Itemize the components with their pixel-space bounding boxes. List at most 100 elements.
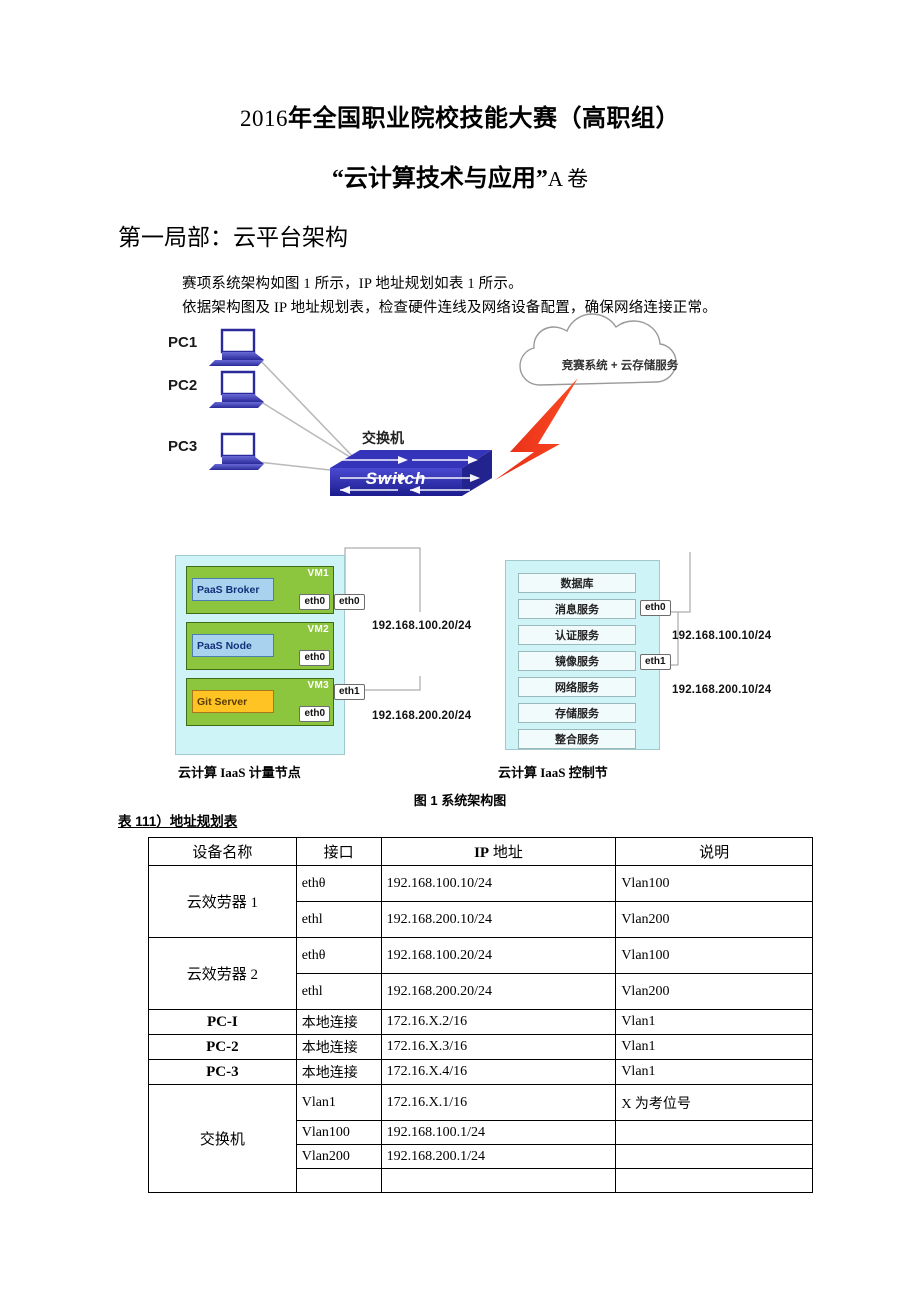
vm2-box: VM2 PaaS Node eth0 (186, 622, 334, 670)
table-cell-ip: 192.168.100.20/24 (380, 937, 617, 974)
table-cell-note: X 为考位号 (615, 1084, 813, 1121)
vm2-tag: VM2 (307, 624, 329, 635)
table-cell-ip: 172.16.X.4/16 (380, 1059, 617, 1085)
title-line-1-text: 年全国职业院校技能大赛（高职组） (288, 106, 680, 132)
table-cell-ip (380, 1168, 617, 1193)
table-cell-ip: 172.16.X.1/16 (380, 1084, 617, 1121)
table-cell-device: 云效劳器 2 (148, 937, 297, 1010)
table-cell-interface: ethθ (295, 937, 382, 974)
pc3-label: PC3 (168, 438, 198, 455)
control-node-eth0-ip: 192.168.100.10/24 (672, 630, 772, 642)
service-item-1: 消息服务 (518, 599, 636, 619)
control-node-caption: 云计算 IaaS 控制节 (498, 765, 608, 780)
table-header-cell: 说明 (615, 837, 813, 866)
table-cell-interface: 本地连接 (295, 1034, 382, 1060)
title-volume: A 卷 (547, 167, 589, 191)
service-item-0: 数据库 (518, 573, 636, 593)
vm3-service-label: Git Server (192, 690, 274, 713)
table-cell-note: Vlan100 (615, 937, 813, 974)
table-cell-ip: 192.168.200.1/24 (380, 1144, 617, 1169)
table-cell-ip: 192.168.200.20/24 (380, 973, 617, 1010)
pc-switch-links (257, 357, 359, 473)
table-cell-interface: Vlan100 (295, 1120, 382, 1145)
table-cell-note: Vlan200 (615, 901, 813, 938)
service-item-5: 存储服务 (518, 703, 636, 723)
control-node-eth1-ip: 192.168.200.10/24 (672, 684, 772, 696)
service-item-6: 整合服务 (518, 729, 636, 749)
pc1-icon (209, 328, 264, 366)
document-title-line-2: “云计算技术与应用”A 卷 (0, 158, 920, 193)
table-cell-note (615, 1168, 813, 1193)
table-cell-device: 云效劳器 1 (148, 865, 297, 938)
table-cell-interface: Vlan1 (295, 1084, 382, 1121)
svg-text:Switch: Switch (366, 469, 427, 488)
table-cell-note: Vlan1 (615, 1009, 813, 1035)
table-cell-interface: ethθ (295, 865, 382, 902)
title-subject: “云计算技术与应用” (331, 166, 548, 192)
compute-node-eth0-ip: 192.168.100.20/24 (372, 620, 472, 632)
figure-caption: 图 1 系统架构图 (413, 793, 507, 808)
title-year: 2016 (240, 106, 288, 131)
pc2-icon (209, 370, 264, 408)
table-cell-interface (295, 1168, 382, 1193)
compute-node-caption: 云计算 IaaS 计量节点 (178, 765, 301, 780)
table-cell-note (615, 1144, 813, 1169)
vm1-tag: VM1 (307, 568, 329, 579)
lightning-bolt-icon (495, 378, 578, 480)
vm2-nic-label: eth0 (299, 650, 330, 666)
body-paragraph-line-2: 依据架构图及 IP 地址规划表，检查硬件连线及网络设备配置，确保网络连接正常。 (182, 300, 717, 316)
table-cell-interface: ethl (295, 973, 382, 1010)
table-cell-ip: 172.16.X.3/16 (380, 1034, 617, 1060)
service-item-3: 镜像服务 (518, 651, 636, 671)
section-heading: 第一局部：云平台架构 (118, 224, 348, 250)
table-cell-device: 交换机 (148, 1084, 297, 1193)
compute-node-eth1-ip: 192.168.200.20/24 (372, 710, 472, 722)
table-cell-device: PC-I (148, 1009, 297, 1035)
table-cell-ip: 192.168.200.10/24 (380, 901, 617, 938)
switch-icon: Switch (330, 450, 492, 496)
table-cell-ip: 192.168.100.1/24 (380, 1120, 617, 1145)
document-title-line-1: 2016年全国职业院校技能大赛（高职组） (0, 98, 920, 133)
table-cell-note: Vlan200 (615, 973, 813, 1010)
compute-node-eth0-pill: eth0 (334, 594, 365, 610)
vm1-service-label: PaaS Broker (192, 578, 274, 601)
control-node-box: 数据库 消息服务 认证服务 镜像服务 网络服务 存储服务 整合服务 (505, 560, 660, 750)
table-cell-ip: 172.16.X.2/16 (380, 1009, 617, 1035)
service-item-2: 认证服务 (518, 625, 636, 645)
pc1-label: PC1 (168, 334, 198, 351)
table-cell-interface: 本地连接 (295, 1009, 382, 1035)
pc2-label: PC2 (168, 377, 198, 394)
switch-label: 交换机 (362, 430, 404, 446)
table-cell-note: Vlan100 (615, 865, 813, 902)
body-paragraph-line-1: 赛项系统架构如图 1 所示，IP 地址规划如表 1 所示。 (182, 276, 523, 292)
table-header-cell: 接口 (295, 837, 382, 866)
table-cell-device: PC-3 (148, 1059, 297, 1085)
compute-node-box: VM1 PaaS Broker eth0 VM2 PaaS Node eth0 … (175, 555, 345, 755)
table-cell-interface: Vlan200 (295, 1144, 382, 1169)
vm2-service-label: PaaS Node (192, 634, 274, 657)
cloud-icon (519, 313, 677, 386)
control-node-eth1-pill: eth1 (640, 654, 671, 670)
vm3-tag: VM3 (307, 680, 329, 691)
table-cell-ip: 192.168.100.10/24 (380, 865, 617, 902)
pc3-icon (209, 432, 264, 470)
service-item-4: 网络服务 (518, 677, 636, 697)
vm1-nic-label: eth0 (299, 594, 330, 610)
vm1-box: VM1 PaaS Broker eth0 (186, 566, 334, 614)
table-cell-interface: 本地连接 (295, 1059, 382, 1085)
control-node-eth0-pill: eth0 (640, 600, 671, 616)
table-cell-interface: ethl (295, 901, 382, 938)
vm3-box: VM3 Git Server eth0 (186, 678, 334, 726)
vm3-nic-label: eth0 (299, 706, 330, 722)
table-header-cell: IP 地址 (380, 837, 617, 866)
